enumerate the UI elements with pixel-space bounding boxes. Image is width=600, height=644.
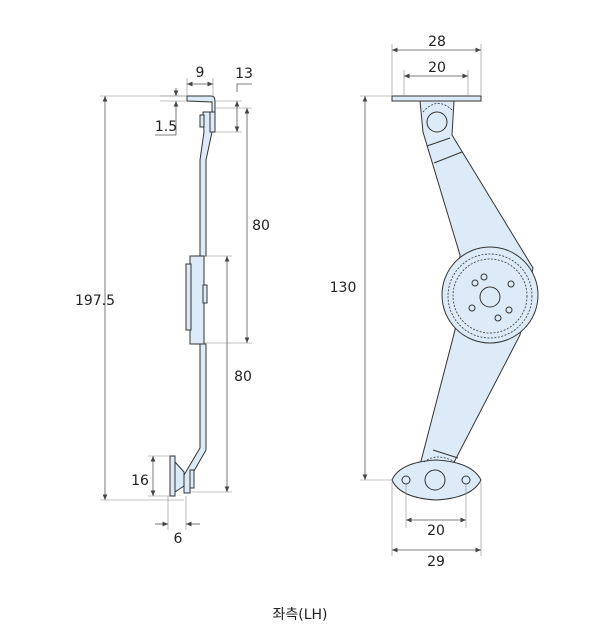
dim-overall-height: 197.5 — [75, 293, 115, 309]
front-view-part — [391, 95, 539, 501]
dim-top-flange-width: 9 — [196, 65, 205, 81]
dim-top-hole-spacing: 20 — [428, 60, 446, 76]
front-view: 28 20 130 20 29 — [330, 34, 539, 570]
dim-foot-height: 16 — [131, 473, 149, 489]
dim-lower-span: 80 — [234, 369, 252, 385]
dim-bottom-plate-width: 29 — [427, 554, 445, 570]
dim-height: 130 — [330, 280, 357, 296]
dim-top-plate-width: 28 — [428, 34, 446, 50]
dim-top-offset: 13 — [235, 66, 253, 82]
dim-bottom-hole-spacing: 20 — [427, 523, 445, 539]
dim-foot-width: 6 — [174, 531, 183, 547]
dim-upper-span: 80 — [252, 218, 270, 234]
dim-thickness: 1.5 — [155, 119, 177, 135]
side-view-part — [169, 95, 216, 497]
caption: 좌측(LH) — [272, 607, 327, 623]
side-view: 197.5 9 13 1.5 80 80 16 6 — [75, 65, 270, 547]
